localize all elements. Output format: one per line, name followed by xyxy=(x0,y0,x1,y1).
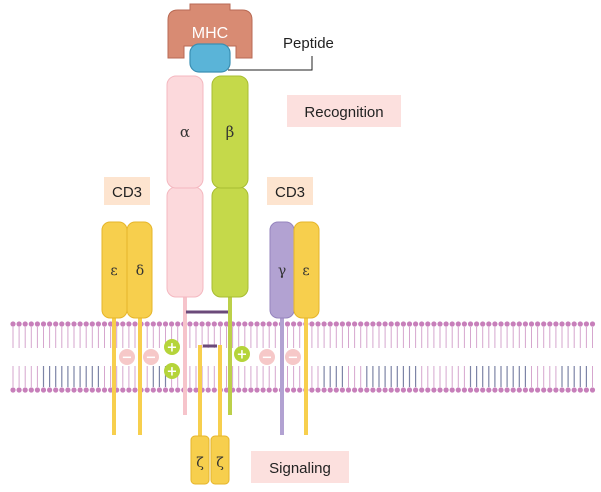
zeta-label-2: ζ xyxy=(216,455,224,471)
plus-charge: + xyxy=(234,346,250,363)
plus-charge: + xyxy=(164,363,180,380)
plus-charge: + xyxy=(164,339,180,356)
peptide xyxy=(189,43,231,73)
mhc-molecule: MHC xyxy=(167,3,253,59)
cd3-gamma-epsilon: γ ε xyxy=(269,221,320,435)
svg-text:−: − xyxy=(262,351,273,366)
gamma-label: γ xyxy=(278,263,286,279)
minus-charge: − xyxy=(285,349,301,366)
svg-text:+: + xyxy=(237,348,248,363)
beta-chain: β xyxy=(211,75,249,415)
minus-charge: − xyxy=(119,349,135,366)
mhc-label: MHC xyxy=(192,25,228,42)
charge-markers: − − + + + − − xyxy=(119,339,301,380)
cd3-left-label-box: CD3 xyxy=(104,177,150,205)
zeta-label-1: ζ xyxy=(196,455,204,471)
epsilon-right-label: ε xyxy=(302,263,309,279)
minus-charge: − xyxy=(143,349,159,366)
minus-charge: − xyxy=(259,349,275,366)
cd3-left-label: CD3 xyxy=(112,184,142,201)
recognition-label-box: Recognition xyxy=(287,95,401,127)
interchain-link xyxy=(186,310,228,348)
peptide-callout: Peptide xyxy=(228,35,334,71)
recognition-label: Recognition xyxy=(304,104,383,121)
beta-label: β xyxy=(226,123,235,141)
svg-text:+: + xyxy=(167,341,178,356)
cell-membrane xyxy=(10,321,596,393)
epsilon-left-label: ε xyxy=(110,263,117,279)
delta-label: δ xyxy=(136,263,144,279)
zeta-dimer: ζ ζ xyxy=(190,345,230,485)
svg-text:+: + xyxy=(167,365,178,380)
peptide-label: Peptide xyxy=(283,35,334,52)
svg-text:−: − xyxy=(122,351,133,366)
alpha-chain: α xyxy=(166,75,204,415)
alpha-label: α xyxy=(180,123,190,141)
signaling-label: Signaling xyxy=(269,460,331,477)
cd3-epsilon-delta: ε δ xyxy=(101,221,153,435)
svg-text:−: − xyxy=(288,351,299,366)
cd3-right-label-box: CD3 xyxy=(267,177,313,205)
svg-text:−: − xyxy=(146,351,157,366)
cd3-right-label: CD3 xyxy=(275,184,305,201)
signaling-label-box: Signaling xyxy=(251,451,349,483)
